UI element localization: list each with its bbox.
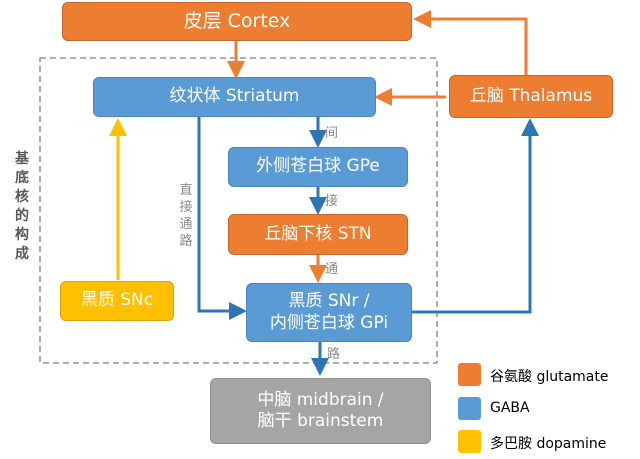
stn-node: 丘脑下核 STN — [228, 214, 408, 255]
snr-gpi-node: 黑质 SNr / 内侧苍白球 GPi — [246, 283, 412, 342]
brainstem-label: 脑干 brainstem — [257, 411, 384, 431]
legend-gaba-swatch — [458, 397, 481, 420]
stn-label: 丘脑下核 STN — [264, 223, 372, 244]
snc-label: 黑质 SNc — [80, 290, 154, 311]
cortex-node: 皮层 Cortex — [62, 2, 412, 41]
legend-glutamate-swatch — [458, 363, 481, 386]
snr-label: 黑质 SNr / — [288, 291, 370, 312]
basal-ganglia-label: 基底核的构成 — [15, 151, 29, 262]
indirect-label-4: 路 — [327, 347, 341, 362]
thalamus-label: 丘脑 Thalamus — [469, 85, 593, 106]
striatum-node: 纹状体 Striatum — [93, 77, 376, 117]
gpe-node: 外侧苍白球 GPe — [228, 147, 408, 187]
direct-pathway-arrow — [197, 117, 247, 320]
thalamus-node: 丘脑 Thalamus — [449, 75, 613, 118]
snr-to-thalamus-arrow — [412, 118, 539, 314]
legend-gaba-label: GABA — [490, 400, 530, 416]
midbrain-label: 中脑 midbrain / — [257, 389, 384, 410]
gpe-label: 外侧苍白球 GPe — [256, 156, 380, 177]
midbrain-brainstem-node: 中脑 midbrain / 脑干 brainstem — [210, 378, 431, 444]
striatum-label: 纹状体 Striatum — [169, 86, 300, 107]
gpi-label: 内侧苍白球 GPi — [269, 312, 389, 333]
basal-ganglia-frame — [39, 57, 438, 364]
direct-pathway-label: 直接通路 — [179, 183, 193, 249]
indirect-label-2: 接 — [325, 194, 339, 209]
indirect-label-3: 通 — [325, 262, 339, 277]
legend-dopamine-label: 多巴胺 dopamine — [490, 436, 607, 452]
indirect-label-1: 间 — [325, 126, 339, 141]
legend-glutamate-label: 谷氨酸 glutamate — [490, 369, 609, 385]
snc-node: 黑质 SNc — [60, 281, 174, 321]
legend-dopamine-swatch — [458, 430, 481, 453]
thalamus-to-cortex-arrow — [413, 10, 528, 75]
cortex-label: 皮层 Cortex — [183, 9, 291, 32]
